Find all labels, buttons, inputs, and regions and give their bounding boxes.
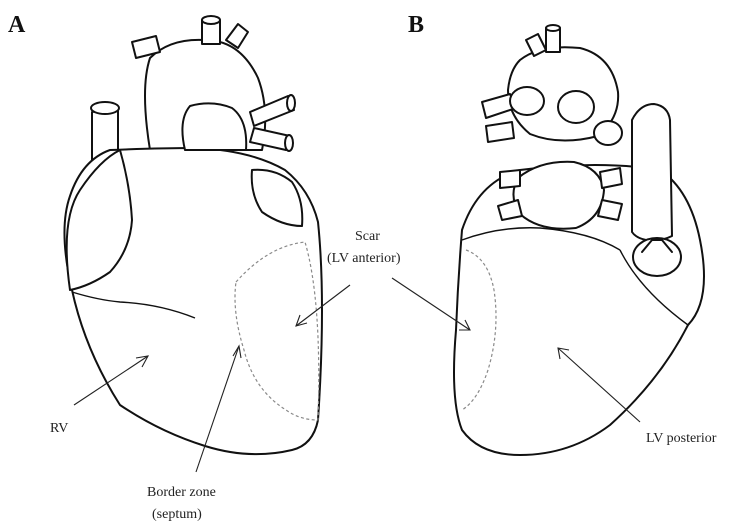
arrow-lv-posterior-head [557, 347, 570, 360]
arrow-rv [73, 355, 150, 406]
arrow-scar-a [295, 284, 351, 327]
pulmonary-branch-upper-opening [286, 94, 296, 112]
label-scar-line1: Scar [355, 229, 380, 244]
panel-a-letter: A [8, 12, 26, 38]
aortic-branch-middle-opening [201, 15, 221, 25]
panel-b-heart: B [391, 12, 717, 456]
right-atrium [65, 149, 133, 291]
left-atrial-appendage [250, 168, 304, 227]
vein-stub-upper-left [499, 169, 521, 189]
arrow-rv-head [135, 355, 150, 368]
vessel-oval-center [557, 90, 595, 124]
arrow-border-zone-head [232, 344, 242, 359]
coronary-sinus-opening [632, 237, 682, 277]
arrow-scar-b-head [459, 319, 471, 331]
arrow-scar-b-shaft [391, 277, 471, 331]
vessel-oval-right [593, 120, 623, 146]
vein-stub-upper-right [599, 167, 623, 189]
arrow-rv-shaft [73, 355, 149, 406]
posterior-groove-upper [461, 227, 621, 251]
panel-a-heart: A [8, 12, 401, 522]
anterior-groove-line [71, 291, 196, 319]
arrow-border-zone [195, 344, 242, 473]
scar-region-anterior [234, 241, 320, 421]
posterior-groove-right [619, 249, 689, 326]
coronary-sinus-notch [641, 239, 673, 253]
aortic-branch-left [131, 35, 161, 59]
arrow-border-zone-shaft [195, 345, 240, 473]
arrow-lv-posterior-shaft [557, 347, 641, 423]
label-border-zone-line2: (septum) [152, 507, 202, 522]
arrow-scar-b [391, 277, 471, 331]
pulmonary-trunk [181, 102, 248, 151]
label-scar-line2: (LV anterior) [327, 251, 401, 266]
left-atrium-posterior [512, 160, 605, 230]
inferior-vena-cava [631, 103, 673, 242]
vein-stub-lower-left [497, 199, 523, 221]
arrow-scar-a-shaft [295, 284, 351, 327]
label-border-zone-line1: Border zone [147, 485, 216, 500]
vein-stub-lower-right [597, 199, 623, 221]
vessel-oval-left [509, 86, 545, 116]
posterior-branch-2-opening [545, 24, 561, 32]
panel-b-letter: B [408, 12, 424, 38]
vena-cava-opening [90, 101, 120, 115]
pulmonary-vein-lower-left [485, 121, 515, 143]
aortic-branch-right [225, 23, 249, 49]
pulmonary-branch-lower-opening [284, 134, 294, 152]
arrow-lv-posterior [557, 347, 641, 423]
label-rv: RV [50, 421, 68, 436]
arrow-scar-a-head [295, 314, 308, 327]
label-lv-posterior: LV posterior [646, 431, 717, 446]
